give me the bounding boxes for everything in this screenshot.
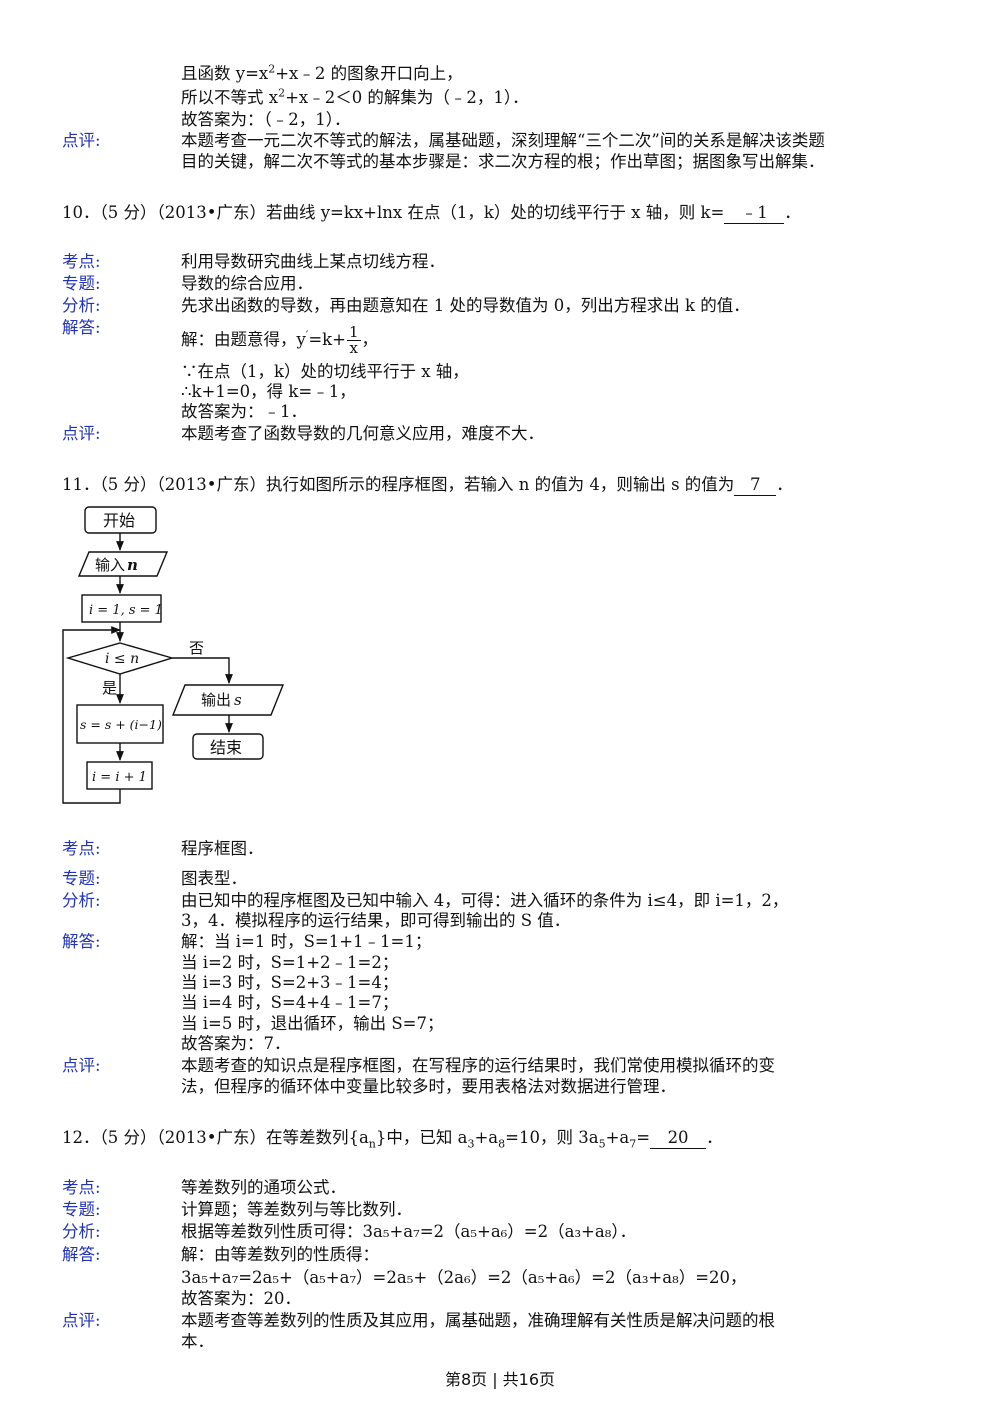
q11-fenxi-line-1: 由已知中的程序框图及已知中输入 4，可得：进入循环的条件为 i≤4，即 i=1，… [181, 891, 789, 910]
prev-solution-line-1: 且函数 y=x2+x﹣2 的图象开口向上， [181, 62, 463, 84]
q10-solution-line-2: ∵在点（1，k）处的切线平行于 x 轴， [181, 362, 469, 381]
q10-solution-line-3: ∴k+1=0，得 k=﹣1， [181, 382, 356, 401]
q11-label-kaodian: 考点: [62, 839, 101, 858]
q11-zhuanti: 图表型． [181, 869, 247, 888]
q11-dianping-line-1: 本题考查的知识点是程序框图，在写程序的运行结果时，我们常使用模拟循环的变 [181, 1056, 775, 1075]
flow-output-box [171, 684, 285, 716]
prev-solution-line-3: 故答案为：（﹣2，1）． [181, 110, 351, 129]
q12-dianping-line-1: 本题考查等差数列的性质及其应用，属基础题，准确理解有关性质是解决问题的根 [181, 1311, 775, 1330]
q12-fenxi: 根据等差数列性质可得：3a₅+a₇=2（a₅+a₆）=2（a₃+a₈）． [181, 1222, 637, 1241]
q11-solution-line-1: 解：当 i=1 时，S=1+1﹣1=1； [181, 932, 432, 951]
flow-end-box [192, 733, 264, 760]
q11-solution-line-5: 当 i=5 时，退出循环，输出 S=7； [181, 1014, 444, 1033]
q12-solution-line-2: 3a₅+a₇=2a₅+（a₅+a₇）=2a₅+（2a₆）=2（a₅+a₆）=2（… [181, 1268, 747, 1287]
q11-dianping-line-2: 法，但程序的循环体中变量比较多时，要用表格法对数据进行管理． [181, 1077, 676, 1096]
q12-solution-line-1: 解：由等差数列的性质得： [181, 1245, 379, 1264]
flow-input-box [77, 551, 169, 577]
flow-start-label: 开始 [103, 511, 135, 530]
q10-dianping: 本题考查了函数导数的几何意义应用，难度不大． [181, 424, 544, 443]
q11-solution-line-4: 当 i=4 时，S=4+4﹣1=7； [181, 993, 399, 1012]
flow-end-label: 结束 [210, 738, 242, 757]
page-footer: 第8页 | 共16页 [444, 1370, 556, 1389]
q11-answer-blank: 7 [734, 475, 777, 496]
flow-assign-s-label: s = s + (i−1) [80, 717, 162, 732]
q12-answer-blank: 20 [650, 1128, 707, 1149]
q11-solution-line-3: 当 i=3 时，S=2+3﹣1=4； [181, 973, 399, 992]
q12-dianping-line-2: 本． [181, 1332, 214, 1351]
q12-label-fenxi: 分析: [62, 1222, 101, 1241]
q12-stem: 12．（5 分）（2013•广东）在等差数列{an}中，已知 a3+a8=10，… [62, 1128, 723, 1151]
q10-label-zhuanti: 专题: [62, 274, 101, 293]
prev-solution-line-2: 所以不等式 x2+x﹣2＜0 的解集为（﹣2，1）． [181, 86, 529, 108]
q11-label-dianping: 点评: [62, 1056, 101, 1075]
prev-comment-label: 点评: [62, 131, 101, 150]
flow-yes-label: 是 [102, 679, 117, 697]
q10-fenxi: 先求出函数的导数，再由题意知在 1 处的导数值为 0，列出方程求出 k 的值． [181, 296, 750, 315]
q12-label-kaodian: 考点: [62, 1178, 101, 1197]
q10-label-jieda: 解答: [62, 318, 101, 337]
q10-label-kaodian: 考点: [62, 252, 101, 271]
q12-label-zhuanti: 专题: [62, 1200, 101, 1219]
q10-kaodian: 利用导数研究曲线上某点切线方程． [181, 252, 445, 271]
flow-no-label: 否 [189, 639, 204, 657]
prev-comment-line-1: 本题考查一元二次不等式的解法，属基础题，深刻理解“三个二次”间的关系是解决该类题 [181, 131, 825, 150]
q11-kaodian: 程序框图． [181, 839, 264, 858]
q11-stem: 11．（5 分）（2013•广东）执行如图所示的程序框图，若输入 n 的值为 4… [62, 475, 793, 496]
q10-stem: 10．（5 分）（2013•广东）若曲线 y=kx+lnx 在点（1，k）处的切… [62, 203, 801, 224]
q10-label-fenxi: 分析: [62, 296, 101, 315]
q11-solution-line-6: 故答案为：7． [181, 1034, 291, 1053]
flow-init-box [81, 594, 162, 623]
q11-label-fenxi: 分析: [62, 891, 101, 910]
q12-label-dianping: 点评: [62, 1311, 101, 1330]
q10-answer-blank: ﹣1 [724, 203, 785, 224]
q11-label-zhuanti: 专题: [62, 869, 101, 888]
q11-label-jieda: 解答: [62, 932, 101, 951]
q10-zhuanti: 导数的综合应用． [181, 274, 313, 293]
q12-kaodian: 等差数列的通项公式． [181, 1178, 346, 1197]
prev-comment-line-2: 目的关键，解二次不等式的基本步骤是：求二次方程的根；作出草图；据图象写出解集． [181, 152, 825, 171]
q10-solution-line-4: 故答案为：﹣1． [181, 402, 307, 421]
q10-label-dianping: 点评: [62, 424, 101, 443]
flow-init-label: i = 1, s = 1 [89, 603, 163, 618]
q11-solution-line-2: 当 i=2 时，S=1+2﹣1=2； [181, 953, 399, 972]
flow-condition-label: i ≤ n [105, 651, 139, 667]
flow-assign-i-label: i = i + 1 [92, 770, 147, 785]
q12-solution-line-3: 故答案为：20． [181, 1289, 301, 1308]
q12-zhuanti: 计算题；等差数列与等比数列． [181, 1200, 412, 1219]
q11-fenxi-line-2: 3，4．模拟程序的运行结果，即可得到输出的 S 值． [181, 911, 571, 930]
q12-label-jieda: 解答: [62, 1245, 101, 1264]
